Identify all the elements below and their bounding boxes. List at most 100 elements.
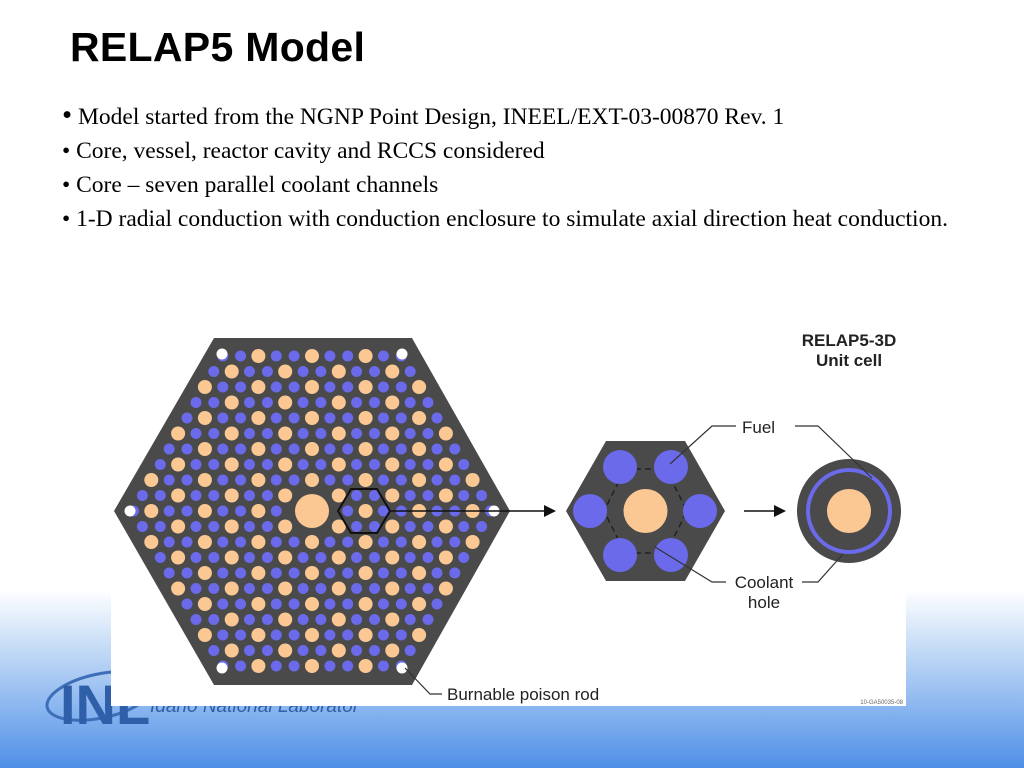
fuel-hole [171,426,186,441]
coolant-hole [404,490,416,501]
arrow-head-icon [544,505,556,517]
bullet-text: Core – seven parallel coolant channels [76,172,439,198]
coolant-hole [369,428,380,439]
fuel-hole [144,535,159,549]
fuel-hole [305,380,319,394]
coolant-hole [270,350,282,362]
burnable-poison-rod [396,348,408,360]
fuel-hole [385,395,400,410]
slide-title: RELAP5 Model [70,24,366,70]
coolant-hole [342,412,354,424]
coolant-hole [351,490,363,501]
coolant-hole [136,490,148,501]
unit-cell-coolant-hole [683,494,717,528]
unit-cell-coolant-hole [603,450,637,484]
unit-cell-coolant-hole [654,538,688,572]
fuel-hole [278,488,293,503]
coolant-hole [261,366,273,377]
coolant-hole [324,567,336,579]
coolant-hole [342,381,354,393]
fuel-hole [305,628,319,642]
coolant-hole [342,474,354,486]
fuel-hole [358,659,373,673]
fuel-hole [251,411,266,425]
coolant-hole [377,536,389,548]
coolant-hole [395,567,407,579]
coolant-hole [324,598,336,610]
coolant-hole [324,536,336,548]
coolant-hole [208,366,220,377]
coolant-hole [342,443,354,455]
coolant-hole [163,474,175,486]
fuel-hole [412,411,427,425]
fuel-hole [412,380,427,394]
coolant-hole [288,381,300,393]
fuel-hole [438,426,453,441]
fuel-hole [305,566,319,580]
fuel-hole [224,612,239,627]
coolant-hole [377,567,389,579]
fuel-hole [278,426,293,441]
fuel-hole [358,628,373,642]
fuel-hole [305,349,319,363]
coolant-hole [422,490,434,501]
coolant-hole [369,552,380,563]
coolant-hole [190,459,202,470]
coolant-hole [244,397,255,408]
coolant-hole [377,505,389,517]
coolant-hole [369,366,380,377]
fuel-hole [278,457,293,472]
fuel-hole [224,457,239,472]
coolant-hole [369,521,380,532]
burnable-poison-rod [216,348,228,360]
fuel-hole [224,426,239,441]
fuel-hole [305,473,319,487]
fuel-hole [251,442,266,456]
center-fuel-hole [295,494,329,528]
fuel-hole [144,504,159,518]
coolant-hole [181,505,193,517]
fuel-hole [438,519,453,534]
fuel-hole [305,411,319,425]
fuel-hole [358,473,373,487]
fuel-hole [171,457,186,472]
coolant-hole [270,660,282,672]
bullet-item: • Core, vessel, reactor cavity and RCCS … [62,134,962,168]
coolant-hole [163,443,175,455]
coolant-hole [449,474,461,486]
coolant-hole [297,428,309,439]
unit-cell-holes [573,450,717,572]
burnable-poison-rod [124,505,136,517]
burnable-poison-label: Burnable poison rod [447,685,599,704]
fuel-hole [412,473,427,487]
fuel-hole [465,535,480,549]
coolant-hole [342,350,354,362]
coolant-hole [431,474,443,486]
fuel-hole [385,612,400,627]
relap-cell-fuel [827,489,871,533]
coolant-hole [315,614,327,625]
coolant-hole [208,645,220,656]
coolant-hole [217,536,229,548]
unit-cell-coolant-hole [603,538,637,572]
coolant-hole [449,443,461,455]
fuel-hole [278,395,293,410]
coolant-leader-line [802,553,844,583]
coolant-hole [235,474,247,486]
figure-id: 10-GA50035-08 [860,700,903,706]
coolant-hole [208,583,220,594]
coolant-hole [342,629,354,641]
coolant-hole [351,521,363,532]
coolant-hole [288,598,300,610]
fuel-hole [305,535,319,549]
coolant-hole [404,397,416,408]
coolant-hole [261,490,273,501]
coolant-hole [136,521,148,532]
coolant-hole [261,459,273,470]
fuel-hole [251,473,266,487]
coolant-hole [351,583,363,594]
coolant-hole [395,443,407,455]
fuel-hole [385,581,400,596]
fuel-hole [278,550,293,565]
fuel-hole [144,473,159,487]
